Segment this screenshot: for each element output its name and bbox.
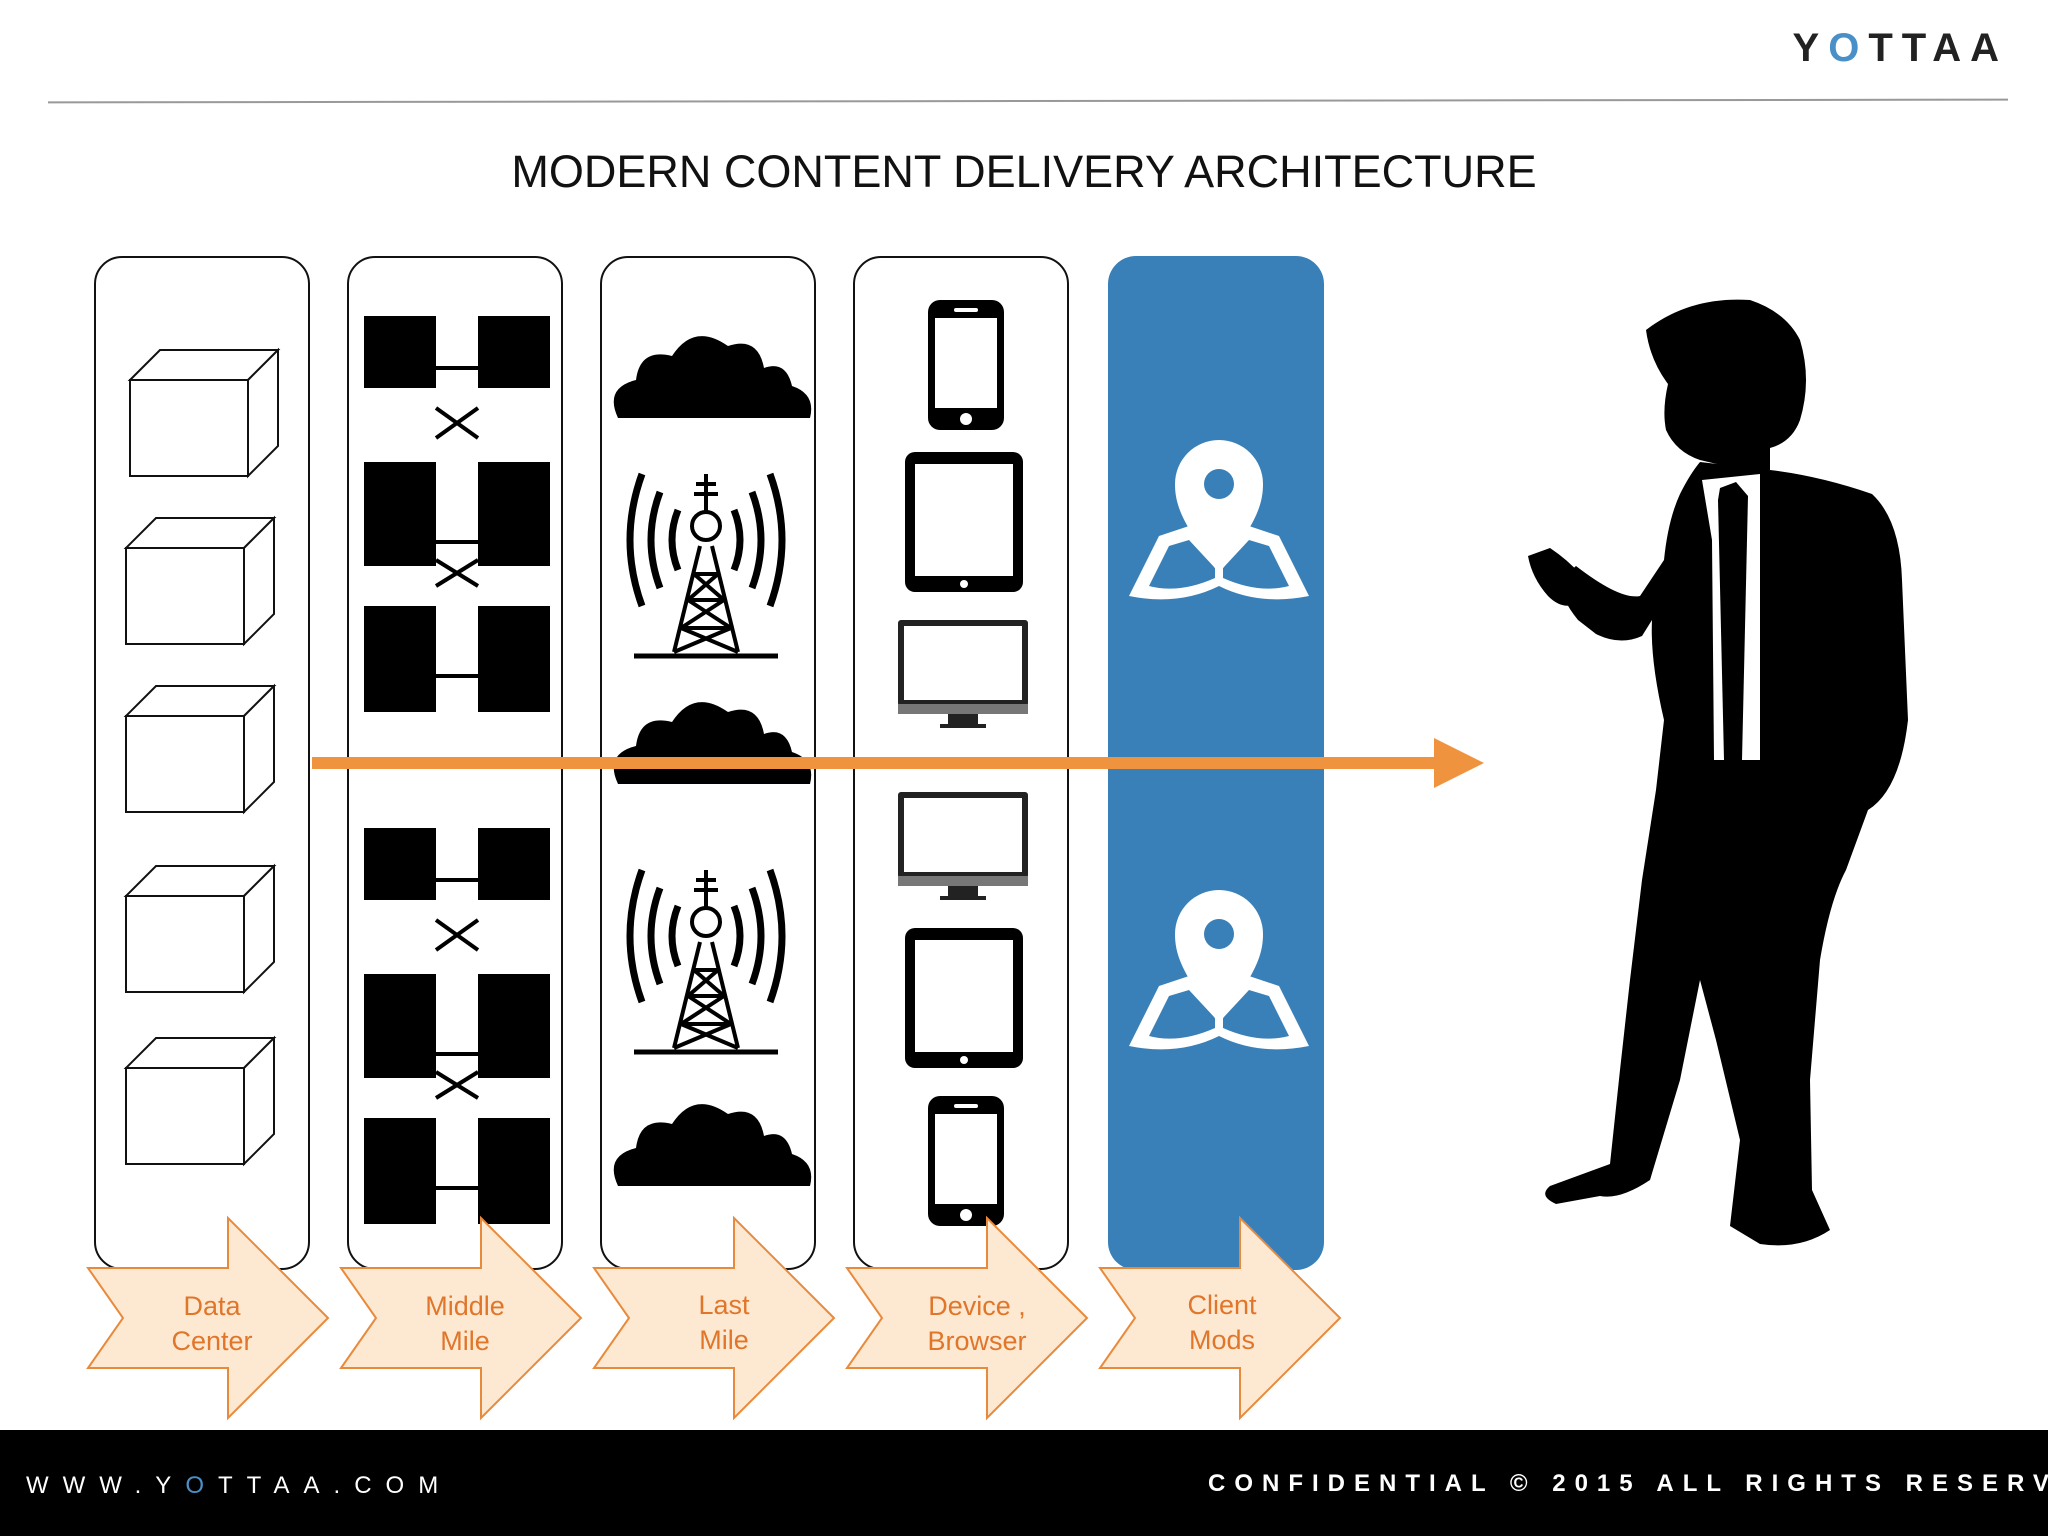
footer-url: WWW.YOTTAA.COM	[26, 1472, 453, 1499]
stage-label-device-browser: Device ,Browser	[927, 1291, 1027, 1356]
network-switch-icons	[362, 314, 552, 1226]
map-pin-icons	[1129, 440, 1309, 1050]
footer-bar	[0, 1430, 2048, 1536]
businessman-silhouette	[1528, 299, 1908, 1246]
footer-confidential: CONFIDENTIAL © 2015 ALL RIGHTS RESERVED	[1208, 1470, 2048, 1497]
flow-arrow	[312, 738, 1484, 788]
server-icons	[125, 349, 279, 1165]
yottaa-logo: YOTTAA	[1792, 26, 2008, 70]
slide-title: MODERN CONTENT DELIVERY ARCHITECTURE	[511, 146, 1537, 197]
